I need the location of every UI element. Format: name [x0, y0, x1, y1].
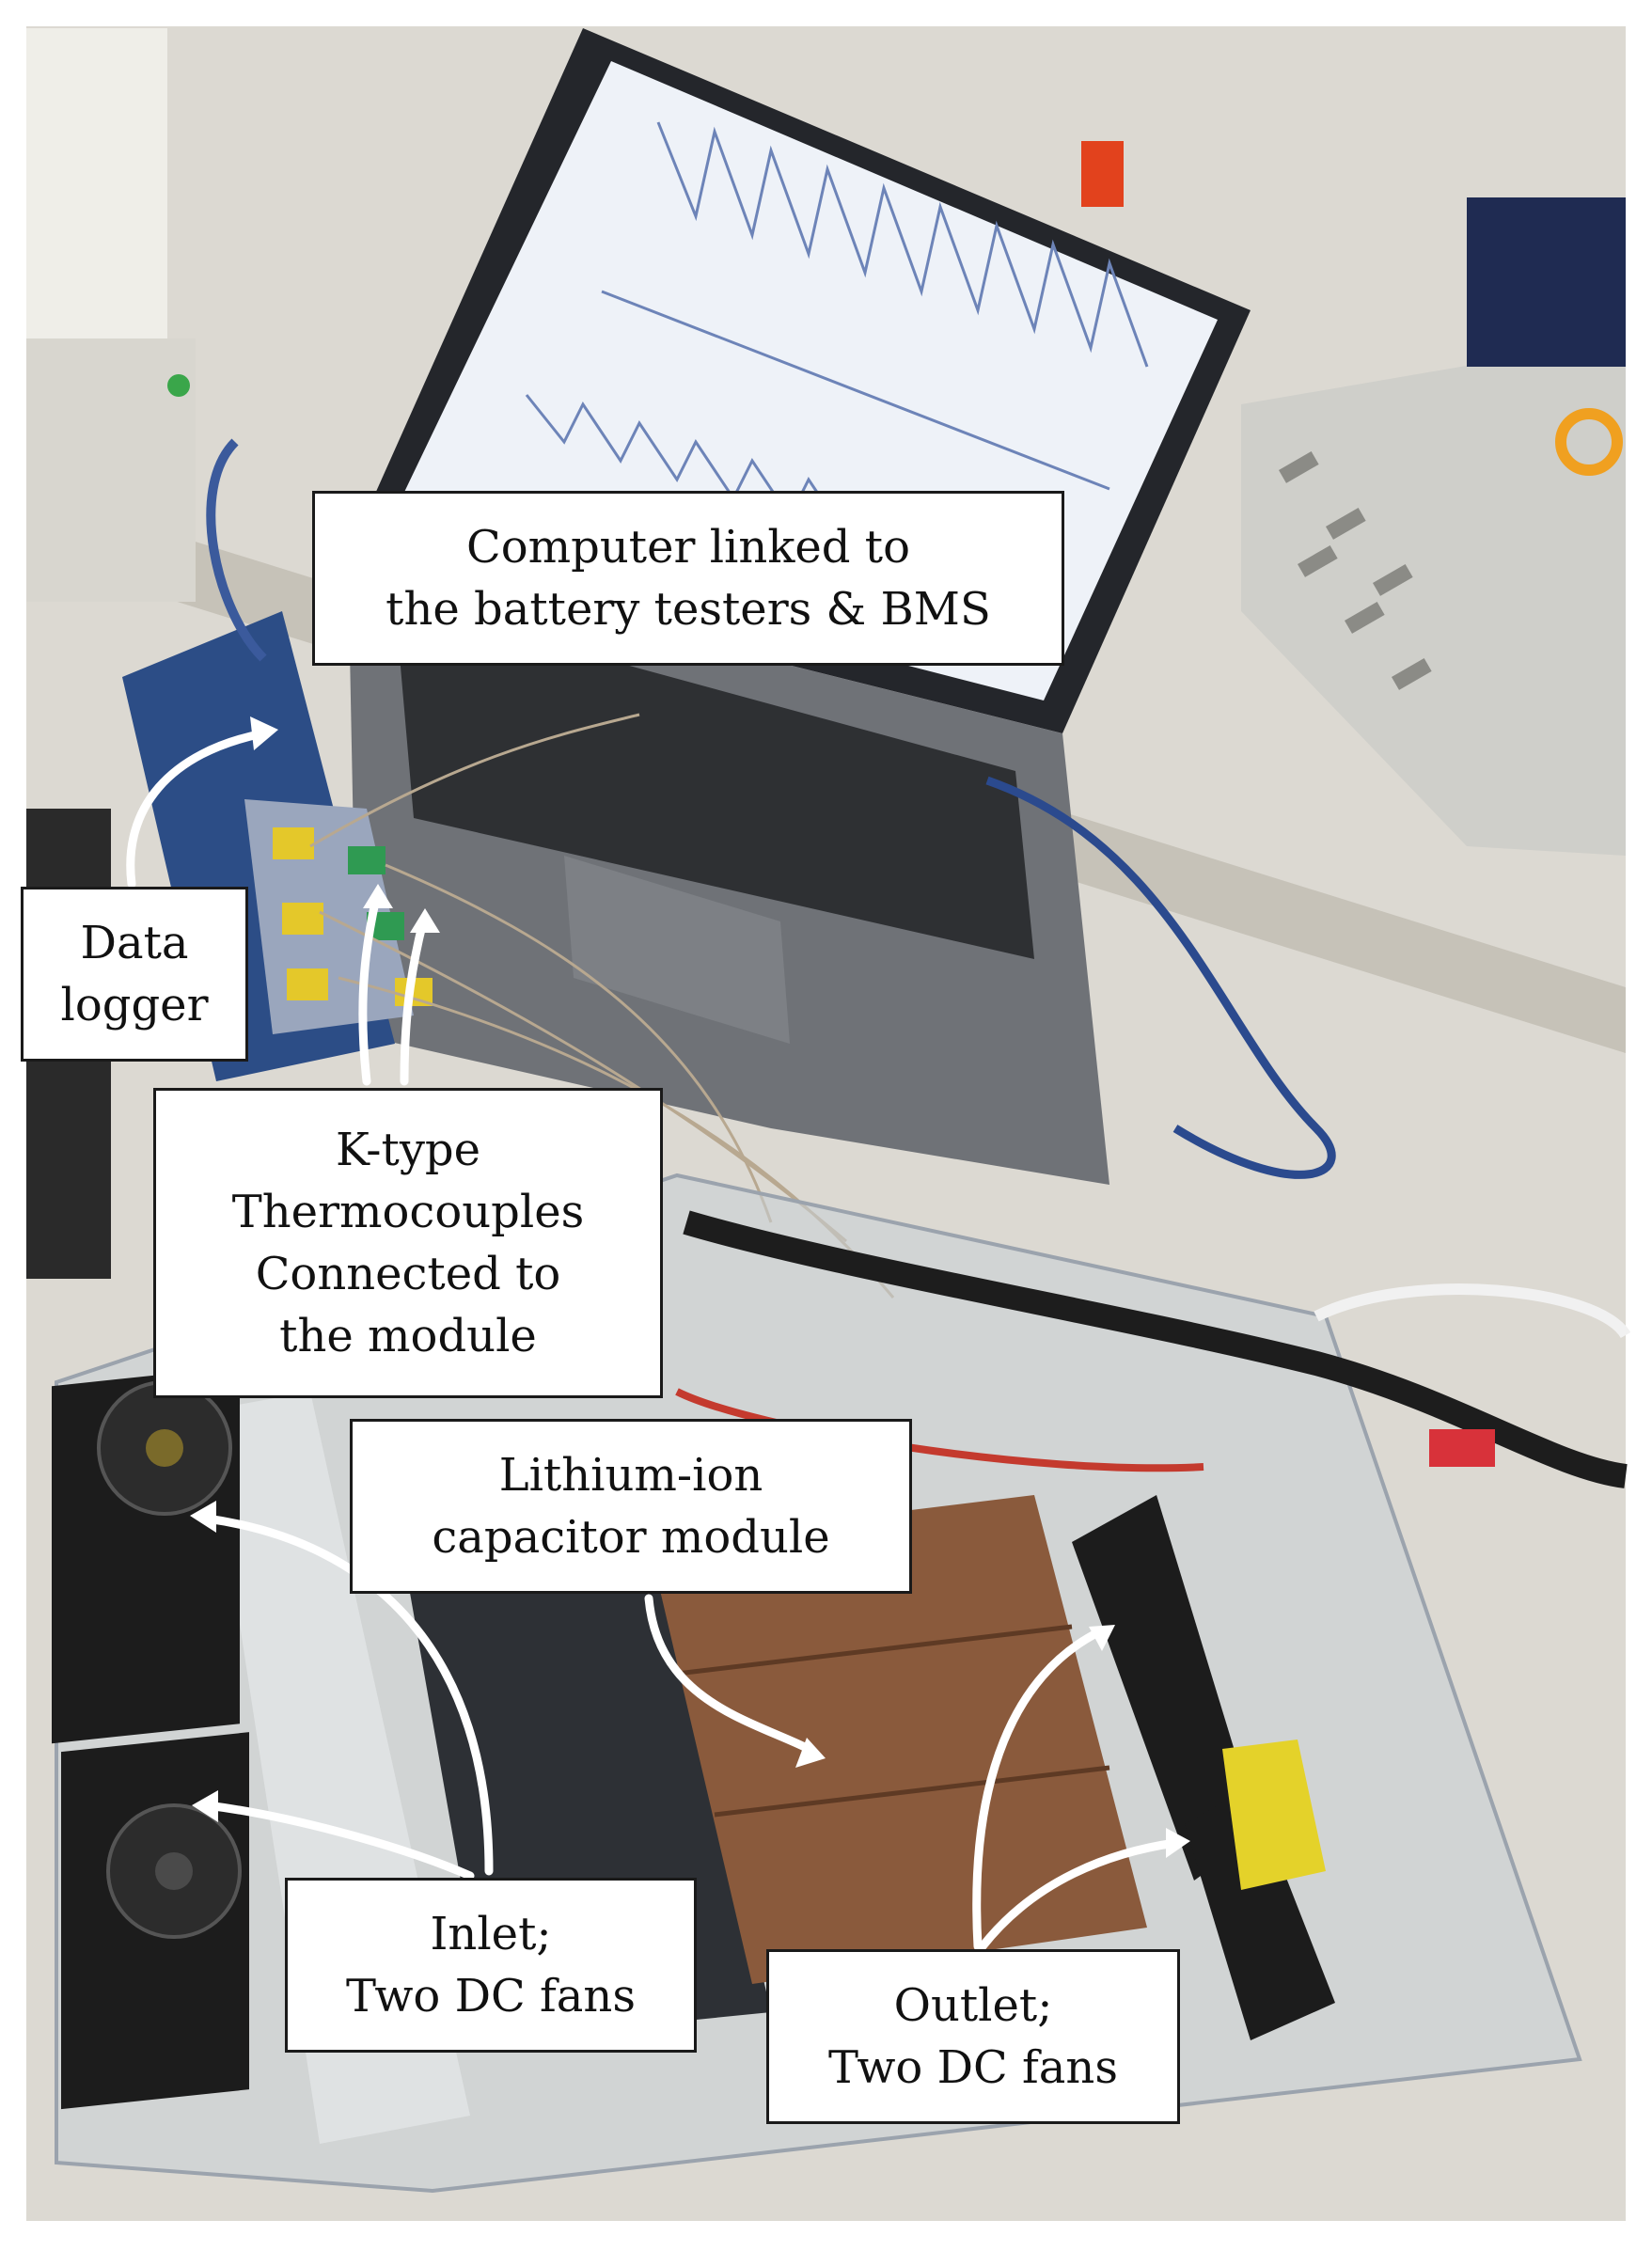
inlet-fans: [52, 1366, 249, 2110]
battery-tester-vents: [1278, 451, 1432, 690]
label-inlet-line2: Two DC fans: [346, 1970, 636, 2023]
label-outlet-line2: Two DC fans: [828, 2041, 1118, 2094]
capacitor-module: [649, 1495, 1147, 1984]
label-outlet-line1: Outlet;: [893, 1978, 1053, 2032]
power-supply-left: [26, 28, 167, 357]
laptop-touchpad: [564, 856, 790, 1044]
label-computer-line2: the battery testers & BMS: [385, 583, 991, 636]
laptop-keyboard: [395, 602, 1034, 959]
label-outlet: Outlet; Two DC fans: [766, 1949, 1180, 2124]
label-computer-line1: Computer linked to: [466, 520, 910, 574]
label-data-logger-line2: logger: [60, 979, 209, 1031]
green-marker: [167, 374, 190, 397]
power-supply-left-panel: [26, 338, 196, 602]
label-computer: Computer linked to the battery testers &…: [312, 491, 1064, 666]
white-cable: [1314, 1283, 1631, 1339]
label-thermocouples-line1: K-type: [335, 1123, 481, 1176]
label-inlet-line1: Inlet;: [430, 1907, 552, 1960]
arrow-lic: [644, 1594, 813, 1754]
callout-arrows: [126, 729, 1180, 1951]
arrow-tc-1: [358, 893, 381, 1086]
label-lic-module-line2: capacitor module: [432, 1511, 830, 1564]
orange-cable: [1555, 408, 1623, 476]
arrow-outlet-1: [972, 1627, 1105, 1951]
red-connector: [1429, 1429, 1495, 1467]
label-thermocouples: K-type Thermocouples Connected to the mo…: [153, 1088, 663, 1398]
black-cable-bundle: [683, 1210, 1628, 1488]
arrow-data-logger: [126, 729, 268, 889]
label-data-logger-line1: Data: [80, 916, 189, 969]
capacitor-module-seams: [676, 1624, 1110, 1818]
arrow-tc-2: [400, 917, 428, 1086]
battery-tester-right: [1241, 338, 1626, 856]
outlet-fans: [1072, 1495, 1335, 2040]
label-data-logger: Data logger: [21, 887, 248, 1062]
label-lic-module-line1: Lithium-ion: [498, 1448, 763, 1502]
arrow-inlet-2: [202, 1801, 475, 1881]
tester-rack-top: [1467, 197, 1626, 367]
arrow-inlet-1: [202, 1514, 494, 1876]
network-cable: [985, 776, 1336, 1179]
red-cone: [1081, 141, 1124, 207]
callout-arrowheads: [190, 716, 1190, 1858]
label-thermocouples-line3: Connected to: [255, 1248, 561, 1300]
usb-cable: [206, 438, 267, 662]
label-inlet: Inlet; Two DC fans: [285, 1878, 697, 2053]
label-lic-module: Lithium-ion capacitor module: [350, 1419, 912, 1594]
arrow-outlet-2: [978, 1838, 1180, 1951]
label-thermocouples-line4: the module: [279, 1310, 537, 1363]
yellow-tape: [1222, 1739, 1326, 1890]
label-thermocouples-line2: Thermocouples: [231, 1185, 585, 1238]
